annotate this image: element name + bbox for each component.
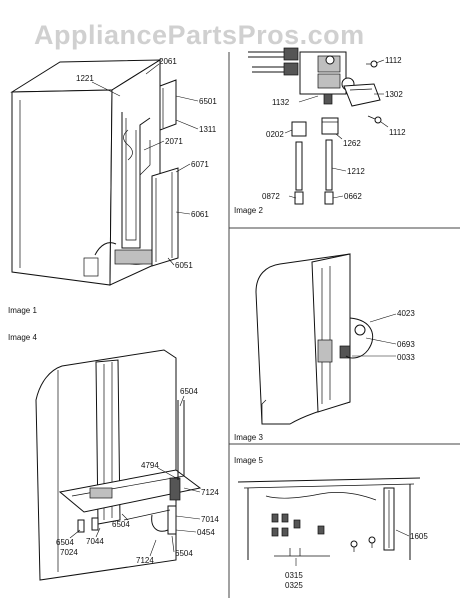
part-label: 6504 bbox=[180, 387, 198, 396]
part-label: 0033 bbox=[397, 353, 415, 362]
part-label: 6051 bbox=[175, 261, 193, 270]
caption-image2: Image 2 bbox=[234, 206, 263, 215]
part-label: 7124 bbox=[201, 488, 219, 497]
part-label: 1132 bbox=[272, 98, 290, 107]
image3-drawing bbox=[255, 253, 397, 425]
part-label: 6504 bbox=[175, 549, 193, 558]
image5-drawing bbox=[237, 477, 421, 566]
part-label: 1311 bbox=[199, 125, 217, 134]
part-label: 0202 bbox=[266, 130, 284, 139]
part-label: 7044 bbox=[86, 537, 104, 546]
part-label: 7124 bbox=[136, 556, 154, 565]
caption-image1: Image 1 bbox=[8, 306, 37, 315]
image4-drawing bbox=[35, 349, 202, 581]
part-label: 0454 bbox=[197, 528, 215, 537]
caption-image4: Image 4 bbox=[8, 333, 37, 342]
image2-drawing bbox=[248, 47, 389, 205]
part-label: 1605 bbox=[410, 532, 428, 541]
part-label: 1302 bbox=[385, 90, 403, 99]
part-label: 1221 bbox=[76, 74, 94, 83]
caption-image5: Image 5 bbox=[234, 456, 263, 465]
part-label: 4794 bbox=[141, 461, 159, 470]
part-label: 0693 bbox=[397, 340, 415, 349]
part-label: 1112 bbox=[389, 128, 406, 137]
caption-image3: Image 3 bbox=[234, 433, 263, 442]
part-label: 0872 bbox=[262, 192, 280, 201]
part-label: 7014 bbox=[201, 515, 219, 524]
part-label: 2061 bbox=[159, 57, 177, 66]
part-label: 6504 bbox=[112, 520, 130, 529]
part-label: 0315 bbox=[285, 571, 303, 580]
part-label: 1112 bbox=[385, 56, 402, 65]
watermark: AppliancePartsPros.com bbox=[34, 20, 365, 50]
part-label: 6061 bbox=[191, 210, 209, 219]
part-label: 1262 bbox=[343, 139, 361, 148]
part-label: 4023 bbox=[397, 309, 415, 318]
part-label: 7024 bbox=[60, 548, 78, 557]
part-label: 6504 bbox=[56, 538, 74, 547]
part-label: 2071 bbox=[165, 137, 183, 146]
part-label: 1212 bbox=[347, 167, 365, 176]
part-label: 6501 bbox=[199, 97, 217, 106]
image1-drawing bbox=[10, 59, 199, 286]
part-label: 0662 bbox=[344, 192, 362, 201]
part-label: 0325 bbox=[285, 581, 303, 590]
part-label: 6071 bbox=[191, 160, 209, 169]
